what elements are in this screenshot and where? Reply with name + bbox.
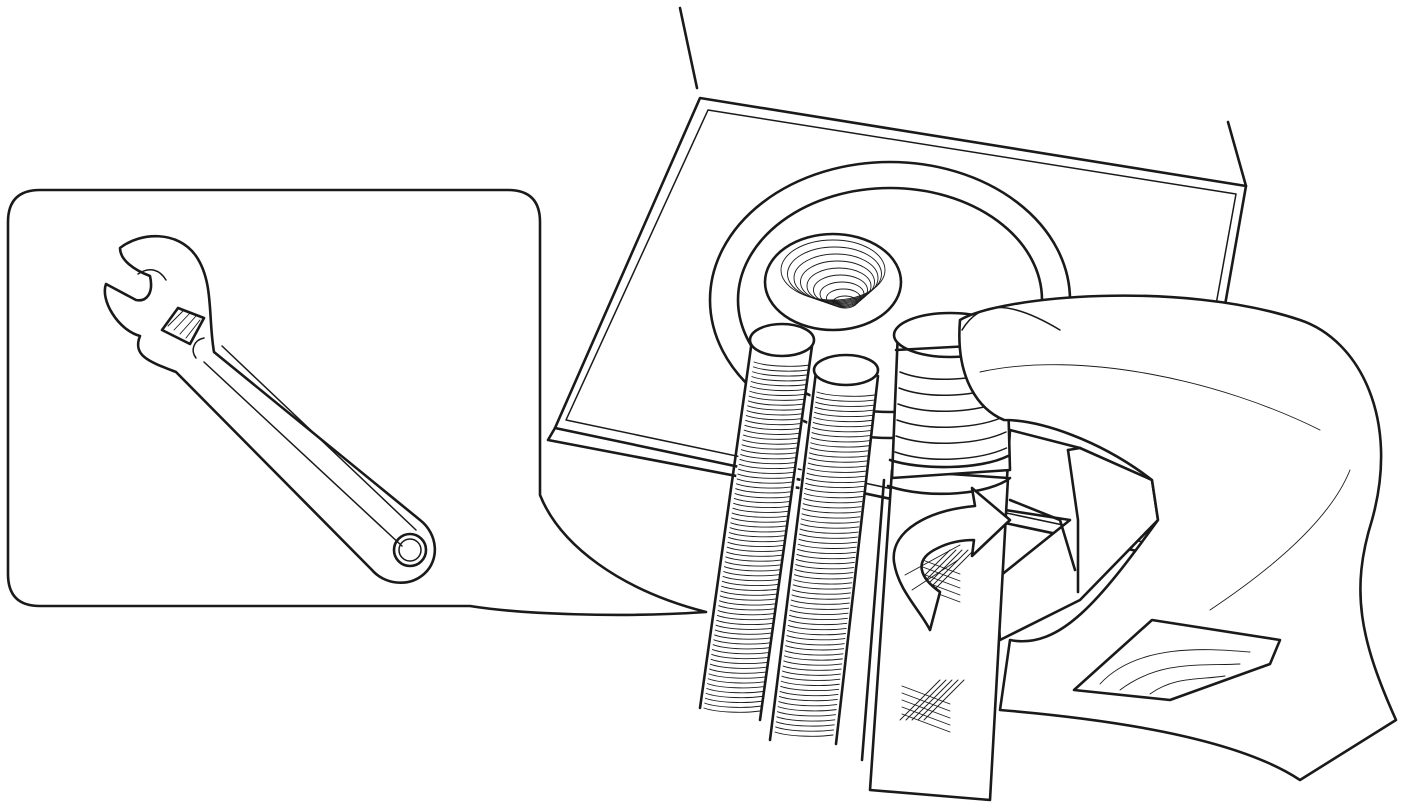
wrench-hand [959, 296, 1396, 780]
